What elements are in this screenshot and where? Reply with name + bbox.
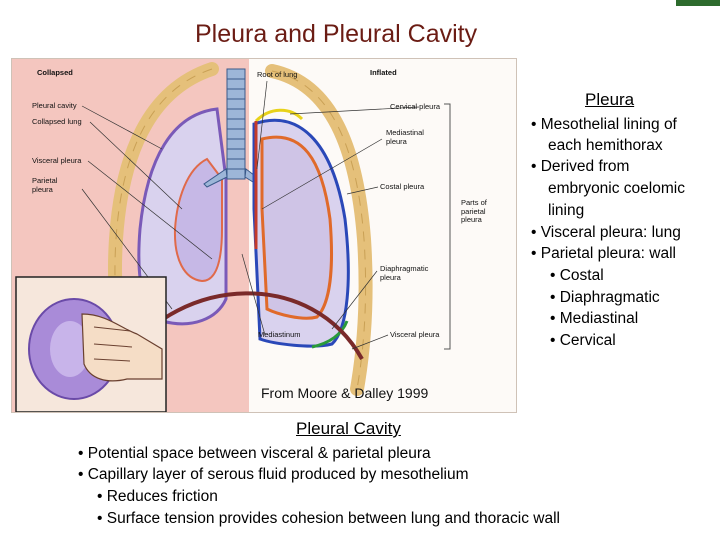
inset-hand [81,313,163,382]
cervical-pleura-line [254,108,304,123]
label-cervical-pleura: Cervical pleura [390,102,441,111]
pleura-line: • Mediastinal [550,310,639,327]
label-root-of-lung: Root of lung [257,70,298,79]
pleura-heading: Pleura [585,90,635,109]
trachea [226,68,246,180]
pleura-diagram: Collapsed Inflated Pleural cavity Collap… [11,58,517,413]
pleura-line: • Derived from [531,158,630,175]
pleura-line: • Parietal pleura: wall [531,245,676,262]
cavity-line: • Reduces friction [97,488,218,505]
label-pleural-cavity: Pleural cavity [32,101,77,110]
pleural-cavity-heading: Pleural Cavity [296,419,401,438]
slide-title: Pleura and Pleural Cavity [195,20,478,48]
label-parts-parietal: Parts of parietal pleura [461,198,487,224]
pleura-line: • Mesothelial lining of [531,116,677,133]
label-mediastinum: Mediastinum [258,330,301,339]
cavity-line: • Surface tension provides cohesion betw… [97,510,560,527]
label-mediastinal-pleura: Mediastinal pleura [386,128,424,146]
figure-credit: From Moore & Dalley 1999 [261,385,429,401]
pleura-line: • Visceral pleura: lung [531,224,681,241]
corner-accent [676,0,720,6]
label-inflated: Inflated [370,68,397,77]
label-collapsed-lung: Collapsed lung [32,117,82,126]
diagram-drawing [12,59,516,412]
label-diaphragmatic-pleura: Diaphragmatic pleura [380,264,429,282]
right-visceral-layer [260,135,333,320]
pleura-line: • Costal [550,267,604,284]
label-visceral-pleura-right: Visceral pleura [390,330,440,339]
pleura-line: lining [548,202,585,219]
label-parietal-pleura: Parietal pleura [32,176,58,194]
cavity-line: • Potential space between visceral & par… [78,445,431,462]
label-collapsed: Collapsed [37,68,73,77]
pleura-line: each hemithorax [548,137,663,154]
label-visceral-pleura-left: Visceral pleura [32,156,82,165]
cavity-line: • Capillary layer of serous fluid produc… [78,466,469,483]
diaphragmatic-pleura-line [311,320,349,349]
pleura-line: • Cervical [550,332,616,349]
collapsed-lung [173,157,223,283]
pleura-line: embryonic coelomic [548,180,685,197]
pleura-line: • Diaphragmatic [550,289,660,306]
label-costal-pleura: Costal pleura [380,182,425,191]
